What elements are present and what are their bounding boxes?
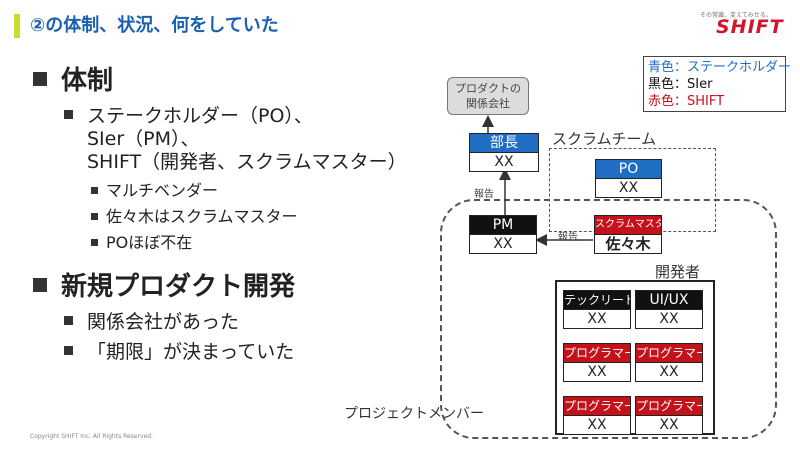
structure-item-1: ステークホルダー（PO）、: [64, 105, 313, 128]
new-product-item-1: 関係会社があった: [64, 311, 239, 334]
structure-item-2: SIer（PM）、: [87, 128, 200, 150]
bucho-role: 部長: [470, 134, 538, 152]
slide-title: ②の体制、状況、何をしていた: [30, 15, 279, 36]
legend-red: 赤色：SHIFT: [648, 94, 725, 109]
programmer-card: プログラマー XX: [563, 396, 631, 435]
programmer-role: プログラマー: [564, 397, 630, 415]
shift-logo: SHIFT: [716, 16, 784, 38]
tech-lead-name: XX: [564, 309, 630, 328]
bullet-square-icon: [91, 213, 98, 220]
bullet-square-icon: [64, 346, 73, 355]
po-name: XX: [596, 178, 661, 197]
tech-lead-card: テックリード XX: [563, 290, 631, 329]
project-members-boundary: [440, 199, 777, 439]
uiux-card: UI/UX XX: [635, 290, 703, 329]
legend-black: 黒色：SIer: [648, 77, 713, 92]
copyright-text: Copyright SHIFT Inc. All Rights Reserved…: [30, 433, 153, 440]
programmer-role: プログラマー: [636, 344, 702, 362]
pm-card: PM XX: [469, 215, 537, 254]
programmer-name: XX: [636, 415, 702, 434]
structure-item-3: SHIFT（開発者、スクラムマスター）: [87, 151, 407, 173]
title-accent-bar: [14, 14, 20, 38]
bullet-square-icon: [33, 72, 47, 86]
programmer-role: プログラマー: [636, 397, 702, 415]
pm-name: XX: [470, 234, 536, 253]
programmer-role: プログラマー: [564, 344, 630, 362]
project-members-label: プロジェクトメンバー: [344, 406, 484, 422]
programmer-name: XX: [636, 362, 702, 381]
legend-blue: 青色：ステークホルダー: [648, 60, 792, 75]
section-heading-new-product: 新規プロダクト開発: [33, 272, 295, 302]
uiux-role: UI/UX: [636, 291, 702, 309]
developers-label: 開発者: [655, 263, 701, 281]
section-heading-structure: 体制: [33, 66, 113, 96]
uiux-name: XX: [636, 309, 702, 328]
bullet-square-icon: [64, 110, 73, 119]
tech-lead-role: テックリード: [564, 291, 630, 309]
scrum-master-name: 佐々木: [595, 234, 661, 253]
scrum-master-card: スクラムマスター 佐々木: [594, 215, 662, 254]
color-legend: 青色：ステークホルダー 黒色：SIer 赤色：SHIFT: [643, 56, 792, 112]
logo-tagline: その常識、変えてみせる。: [700, 12, 772, 19]
new-product-item-2: 「期限」が決まっていた: [64, 341, 294, 364]
scrum-team-label: スクラムチーム: [552, 130, 657, 148]
programmer-name: XX: [564, 415, 630, 434]
bullet-square-icon: [91, 187, 98, 194]
programmer-card: プログラマー XX: [635, 396, 703, 435]
bullet-square-icon: [91, 239, 98, 246]
po-card: PO XX: [595, 159, 662, 198]
programmer-card: プログラマー XX: [563, 343, 631, 382]
structure-subitem-1: マルチベンダー: [91, 181, 218, 201]
related-company-box: プロダクトの 関係会社: [447, 77, 529, 115]
scrum-master-role: スクラムマスター: [595, 216, 661, 234]
related-company-label: プロダクトの 関係会社: [455, 82, 521, 110]
bucho-card: 部長 XX: [469, 133, 539, 172]
structure-subitem-3: POほぼ不在: [91, 233, 192, 253]
programmer-name: XX: [564, 362, 630, 381]
pm-role: PM: [470, 216, 536, 234]
bullet-square-icon: [64, 316, 73, 325]
po-role: PO: [596, 160, 661, 178]
bullet-square-icon: [33, 278, 47, 292]
programmer-card: プログラマー XX: [635, 343, 703, 382]
report-label-2: 報告: [558, 232, 578, 243]
report-label-1: 報告: [474, 189, 494, 200]
bucho-name: XX: [470, 152, 538, 171]
structure-subitem-2: 佐々木はスクラムマスター: [91, 207, 298, 227]
